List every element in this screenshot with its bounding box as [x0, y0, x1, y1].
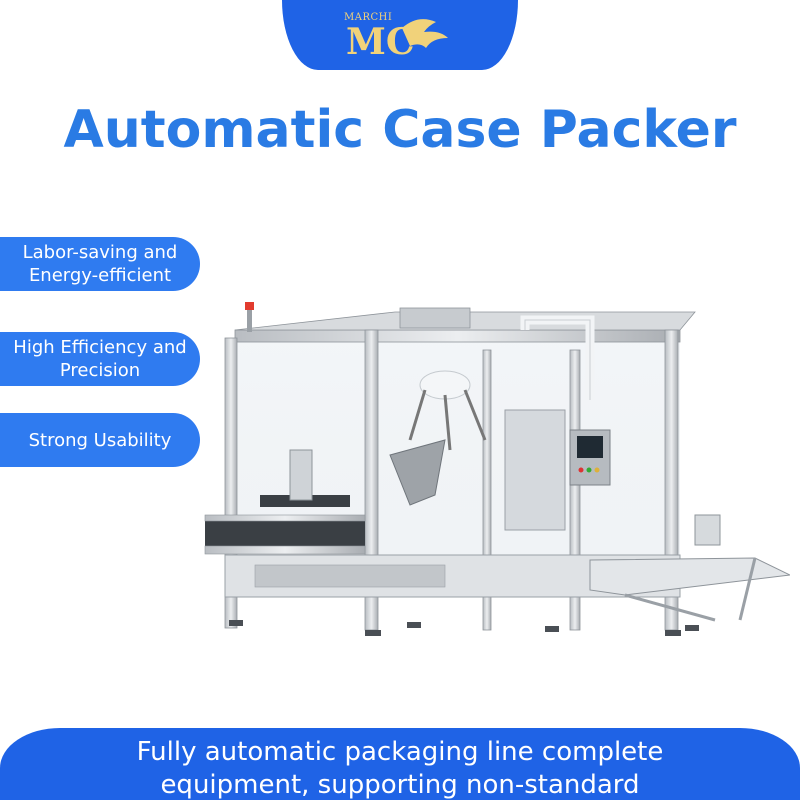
footer-line: equipment, supporting non-standard: [160, 770, 640, 800]
feature-line: Precision: [59, 360, 141, 381]
feature-pill-high-efficiency: High Efficiency and Precision: [0, 332, 200, 386]
case-packer-machine-image: [204, 302, 790, 636]
feature-line: High Efficiency and: [13, 337, 187, 358]
logo-mark-icon: MC: [346, 19, 448, 63]
logo-tab: MARCHI MC: [282, 0, 518, 70]
feature-line: Strong Usability: [28, 429, 172, 451]
footer-banner: Fully automatic packaging line complete …: [0, 728, 800, 800]
footer-line: Fully automatic packaging line complete: [136, 737, 664, 767]
feature-pill-labor-saving: Labor-saving and Energy-efficient: [0, 237, 200, 291]
feature-line: Energy-efficient: [28, 265, 172, 286]
feature-line: Labor-saving and: [22, 242, 178, 263]
feature-pill-strong-usability: Strong Usability: [0, 413, 200, 467]
logo-brand-text: MARCHI: [344, 12, 393, 23]
page-title: Automatic Case Packer: [63, 100, 737, 160]
